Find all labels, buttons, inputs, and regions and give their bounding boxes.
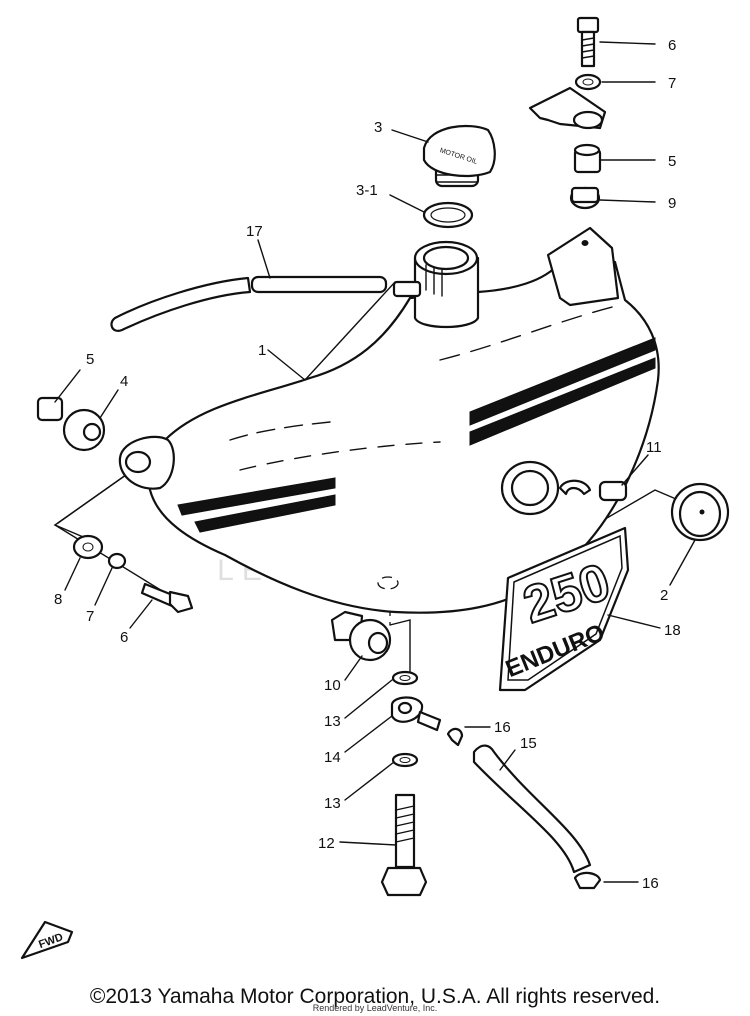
- oil-tank: [118, 226, 660, 642]
- callout-6: 6: [668, 37, 676, 54]
- callout-5: 5: [668, 153, 676, 170]
- copyright-notice: ©2013 Yamaha Motor Corporation, U.S.A. A…: [89, 985, 661, 1008]
- callout-leaders: [54, 41, 696, 883]
- grommet-left: [62, 408, 106, 452]
- fwd-arrow: FWD: [20, 920, 74, 960]
- oil-hose: [472, 744, 592, 874]
- bolt-lower-left: [140, 582, 194, 614]
- oil-cap: MOTOR OIL: [422, 124, 496, 188]
- callout-12: 12: [318, 835, 335, 852]
- drain-hole: [377, 576, 399, 590]
- washer-7: [107, 552, 127, 570]
- callout-11: 11: [646, 439, 662, 456]
- callout-9: 9: [668, 195, 676, 212]
- collar-left: [36, 396, 64, 422]
- callout-6-left: 6: [120, 629, 128, 646]
- callout-8: 8: [54, 591, 62, 608]
- callout-16: 16: [494, 719, 511, 736]
- grommet-right: [670, 482, 730, 542]
- callout-1: 1: [258, 342, 266, 359]
- collar-right: [598, 480, 628, 502]
- callout-18: 18: [664, 622, 681, 639]
- callout-16-lower: 16: [642, 875, 659, 892]
- callout-7: 7: [668, 75, 676, 92]
- callout-4: 4: [120, 373, 128, 390]
- callout-13: 13: [324, 713, 341, 730]
- callout-14: 14: [324, 749, 341, 766]
- callout-2: 2: [660, 587, 668, 604]
- upper-bolt-stack: [528, 16, 607, 210]
- rendered-by-credit: Rendered by LeadVenture, Inc.: [312, 1003, 438, 1013]
- callout-numbers: 6 7 5 9 3 3-1 17 1 5 4 11 2 8 7 6 18 10 …: [54, 37, 681, 892]
- callout-10: 10: [324, 677, 341, 694]
- breather-hose: [110, 276, 252, 332]
- callout-15: 15: [520, 735, 537, 752]
- callout-3: 3: [374, 119, 382, 136]
- callout-3-1: 3-1: [356, 182, 378, 199]
- filler-neck: [392, 240, 480, 328]
- breather-tube: [250, 275, 388, 294]
- banjo-stack: [380, 670, 442, 897]
- clip: [558, 479, 592, 496]
- oil-tank-exploded-diagram: LEADVENTURE: [20, 16, 730, 960]
- callout-13-lower: 13: [324, 795, 341, 812]
- callout-17: 17: [246, 223, 263, 240]
- callout-7-left: 7: [86, 608, 94, 625]
- hose-clip-lower: [573, 871, 602, 890]
- callout-5-left: 5: [86, 351, 94, 368]
- damper: [348, 618, 392, 662]
- hose-clip-upper: [446, 727, 464, 747]
